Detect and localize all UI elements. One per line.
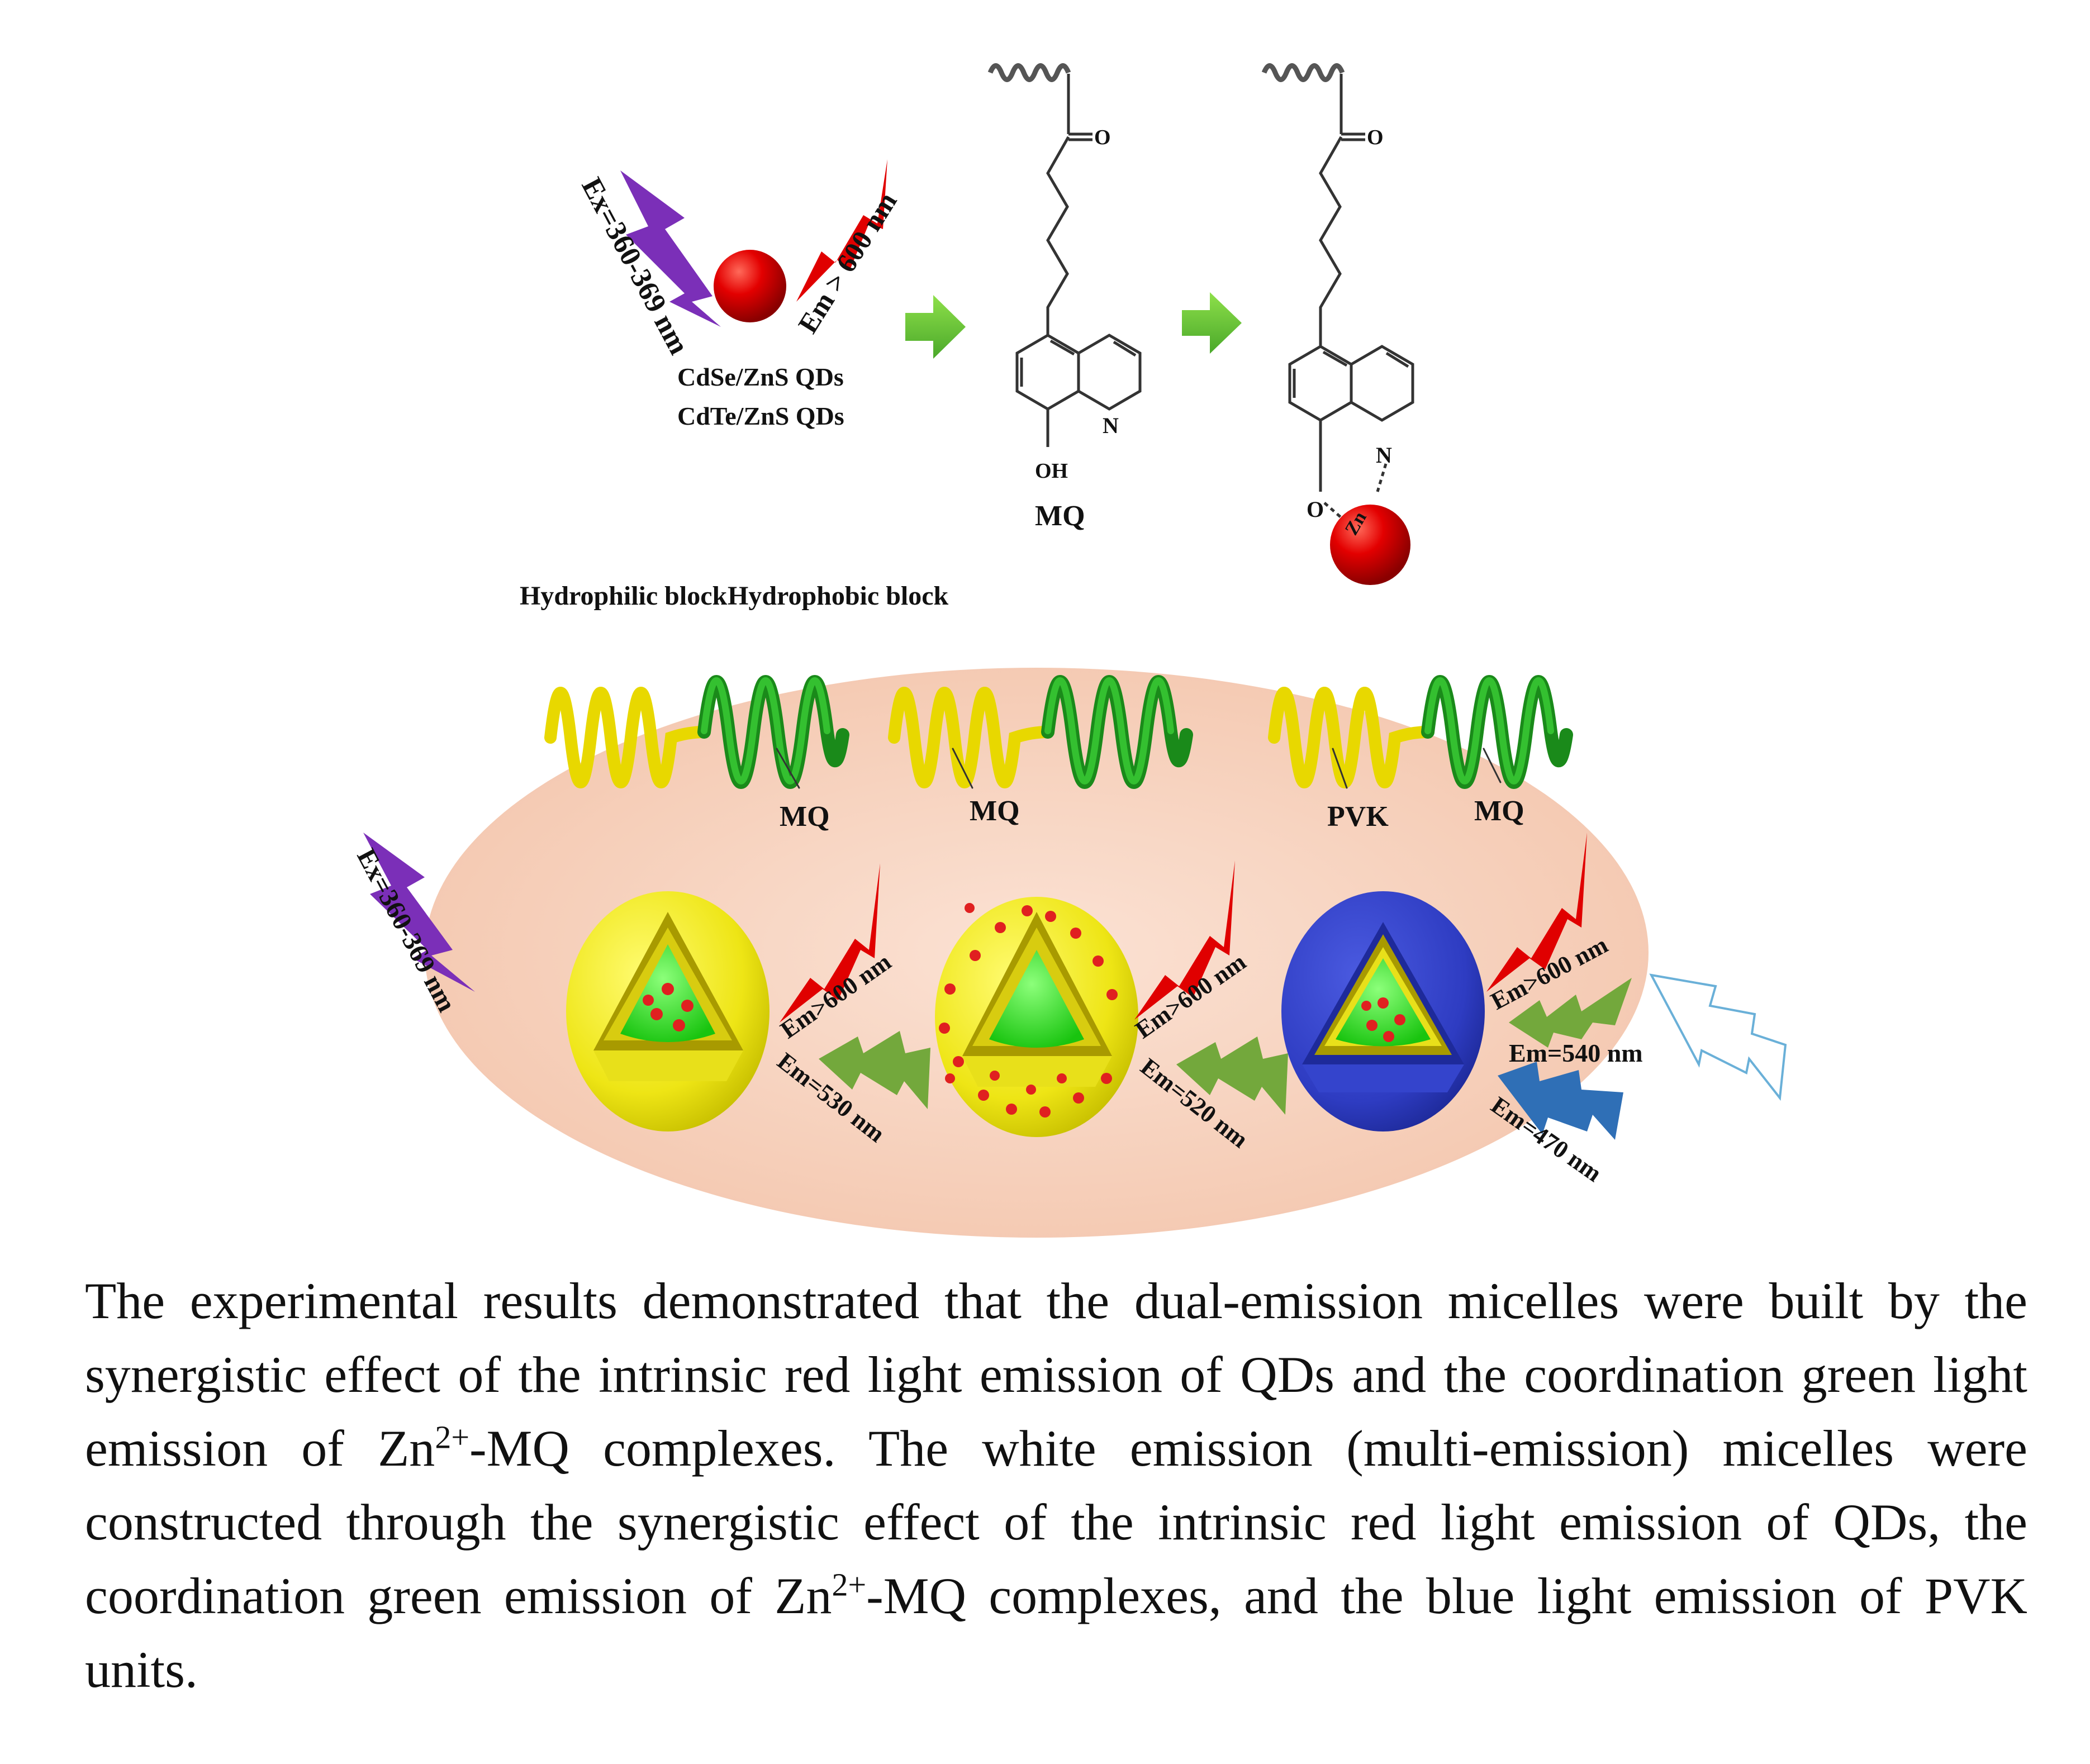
caption-part-3: -MQ complexes, and the blue light emissi… xyxy=(85,1567,2027,1698)
mq1-n: N xyxy=(1103,413,1119,438)
arrow-1-icon xyxy=(905,295,966,359)
hydrophilic-block-label: Hydrophilic block xyxy=(520,581,728,611)
mq-molecule xyxy=(987,63,1142,447)
micelle3-green-label: Em=540 nm xyxy=(1509,1039,1643,1067)
micelle3-red-bolt xyxy=(1486,833,1587,992)
copolymer-chain-2 xyxy=(888,675,1193,789)
complex-n: N xyxy=(1376,443,1392,468)
mq-label: MQ xyxy=(1035,500,1085,532)
micelle-emission-diagram: Ex=360-369 nm Em > 600 nm CdSe/ZnS QDs C… xyxy=(351,63,1787,1238)
caption-sup-2: 2+ xyxy=(832,1566,867,1603)
micelle1-red-bolt xyxy=(780,863,880,1023)
quantum-dot-sphere xyxy=(714,250,786,322)
micelle2-red-bolt xyxy=(1134,860,1235,1020)
caption-sup-1: 2+ xyxy=(435,1419,470,1456)
hydrophobic-block-label: Hydrophobic block xyxy=(728,581,949,611)
chain2-mq-label: MQ xyxy=(970,795,1020,827)
complex-o: O xyxy=(1307,497,1324,522)
chain3-pvk-label: PVK xyxy=(1327,801,1389,833)
excitation-bolt-top xyxy=(620,170,721,327)
excitation-bolt-micelles xyxy=(363,833,475,992)
micelle2-green-bolt xyxy=(1176,1036,1288,1115)
micelle1-green-bolt xyxy=(819,1031,930,1109)
micelle-3 xyxy=(1281,891,1485,1131)
emission-label-top: Em > 600 nm xyxy=(792,187,903,339)
micelle-1 xyxy=(566,891,770,1131)
complex-ketone-o: O xyxy=(1367,126,1384,149)
micelle3-blue-bolt xyxy=(1498,1062,1623,1140)
zn-ion-sphere xyxy=(1330,505,1410,585)
zn-mq-complex xyxy=(1261,63,1414,524)
micelle3-green-bolt xyxy=(1509,978,1632,1048)
arrow-2-icon xyxy=(1182,292,1242,354)
copolymer-chain-3 xyxy=(1268,675,1573,789)
chain1-mq-label: MQ xyxy=(780,801,830,833)
emission-bolt-red-top xyxy=(796,159,887,302)
micelle-2 xyxy=(935,897,1138,1137)
copolymer-chain-1 xyxy=(544,675,849,789)
white-emission-bolt xyxy=(1649,973,1787,1101)
chain3-mq-label: MQ xyxy=(1474,795,1524,827)
mq1-ketone-o: O xyxy=(1094,126,1111,149)
caption-part-1: The experimental results demonstrated th… xyxy=(85,1272,2027,1477)
qd-label-line2: CdTe/ZnS QDs xyxy=(677,402,844,430)
qd-label-line1: CdSe/ZnS QDs xyxy=(677,363,844,391)
caption-part-2: -MQ complexes. The white emission (multi… xyxy=(85,1420,2027,1624)
mq1-oh: OH xyxy=(1035,459,1068,483)
caption-paragraph: The experimental results demonstrated th… xyxy=(85,1264,2027,1706)
